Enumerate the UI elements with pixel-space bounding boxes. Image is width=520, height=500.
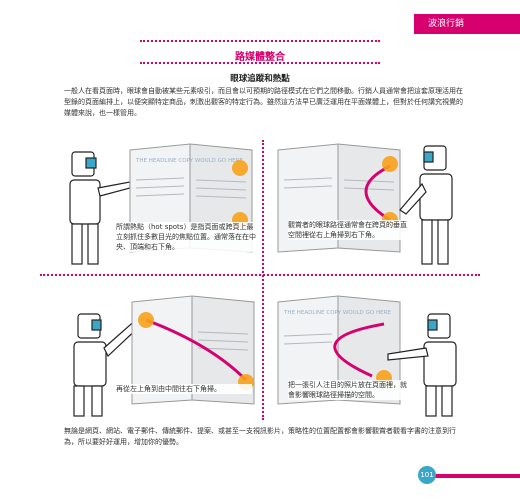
hotspot-marker (138, 312, 154, 328)
panel-4-caption: 把一張引人注目的照片放在頁面裡，就會影響眼球路徑掃描的空間。 (288, 380, 412, 400)
page-accent-bar (426, 474, 520, 478)
article-subtitle: 眼球追蹤和熱點 (230, 74, 290, 84)
hotspot-marker (382, 156, 398, 172)
intro-paragraph: 一般人在看頁面時，眼球會自動被某些元素吸引，而且會以可預期的路徑模式在它們之間移… (64, 87, 463, 117)
panel-divider-horizontal (40, 274, 480, 276)
section-title: 路媒體整合 (235, 52, 285, 63)
chapter-tab: 波浪行銷 (414, 14, 520, 34)
magazine-headline: THE HEADLINE COPY WOULD GO HERE (283, 310, 391, 316)
page-number: 101 (418, 466, 436, 484)
footer-paragraph: 無論是網頁、網站、電子郵件、傳統郵件、提案、或甚至一支視訊影片，策略性的位置配置… (64, 427, 456, 446)
panel-3-illustration (73, 295, 255, 417)
magazine-headline: THE HEADLINE COPY WOULD GO HERE (135, 158, 243, 164)
panel-2-caption: 觀賞者的眼球路徑通常會在跨頁的垂直空間裡從右上角掃到右下角。 (288, 220, 412, 240)
panel-2-illustration (277, 143, 453, 265)
robot-figure (69, 151, 131, 265)
title-rule-bottom (140, 62, 380, 64)
panel-4-illustration: THE HEADLINE COPY WOULD GO HERE (277, 295, 457, 417)
panel-1-caption: 所謂熱點（hot spots）是指頁面或跨頁上最立刻抓住多數目光的焦點位置。通常… (116, 222, 256, 252)
robot-figure (387, 313, 457, 417)
hotspot-marker (232, 160, 248, 176)
panel-1-illustration: THE HEADLINE COPY WOULD GO HERE (69, 143, 253, 265)
panel-3-caption: 再從左上角到由中間往右下角掃。 (116, 384, 252, 394)
panel-divider-vertical (262, 140, 264, 420)
eye-path-curve (333, 322, 385, 378)
robot-figure (399, 145, 453, 265)
eye-path-diagonal (145, 318, 248, 382)
eye-path-arc (364, 164, 391, 222)
title-rule-top (140, 40, 380, 42)
